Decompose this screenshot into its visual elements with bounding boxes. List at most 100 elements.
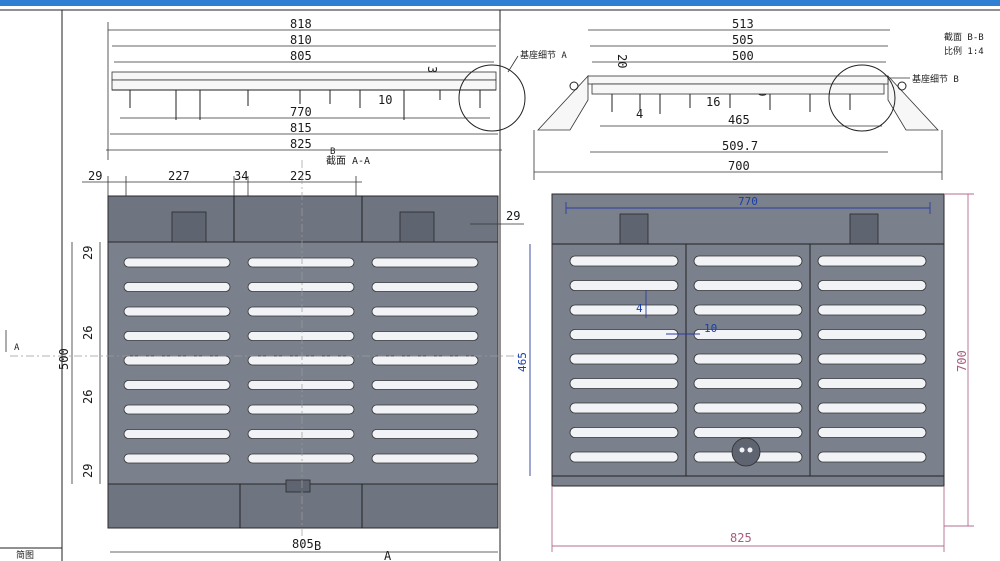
- right-slot: [569, 451, 679, 463]
- dim-810: 810: [290, 33, 312, 47]
- right-slot: [569, 378, 679, 389]
- corner-label: 简图: [16, 549, 34, 561]
- detail-label-b: 基座细节 B: [912, 73, 959, 85]
- left-slot: [247, 331, 355, 341]
- marker-b-bottom: B: [314, 539, 321, 553]
- dim-513: 513: [732, 17, 754, 31]
- dim-700: 700: [728, 159, 750, 173]
- left-slot: [123, 429, 231, 439]
- right-slot-grid: [569, 255, 927, 463]
- right-slot: [817, 329, 927, 340]
- dim-right-4: 4: [636, 302, 643, 315]
- dim-right-465: 465: [516, 352, 529, 372]
- dim-805: 805: [290, 49, 312, 63]
- right-slot: [693, 427, 803, 438]
- right-slot: [817, 353, 927, 365]
- left-slot: [247, 404, 355, 415]
- left-slot: [371, 355, 479, 366]
- dim-right-770: 770: [738, 195, 758, 208]
- left-slot: [247, 453, 355, 464]
- dim-right-700: 700: [955, 350, 969, 372]
- dim-top-227: 227: [168, 169, 190, 183]
- left-plan-view: 29 227 34 225 截面 A-A B A: [5, 147, 524, 561]
- left-slot: [123, 257, 231, 268]
- dim-770: 770: [290, 105, 312, 119]
- right-slot: [693, 402, 803, 414]
- right-slot: [569, 255, 679, 267]
- right-plan-view: 770 465 4 10 700 825: [516, 193, 974, 552]
- dim-right-10: 10: [704, 322, 717, 335]
- dim-top-29: 29: [88, 169, 102, 183]
- dim-815: 815: [290, 121, 312, 135]
- right-slot: [817, 255, 927, 267]
- right-slot: [693, 329, 803, 340]
- left-slot: [371, 282, 479, 292]
- left-slot-grid: [123, 257, 479, 464]
- right-slot: [569, 329, 679, 340]
- dim-465: 465: [728, 113, 750, 127]
- dim-left-29-bottom: 29: [81, 464, 95, 478]
- dim-left-500: 500: [57, 348, 71, 370]
- left-slot: [123, 453, 231, 464]
- left-slot: [371, 331, 479, 341]
- left-slot: [371, 429, 479, 439]
- left-slot: [371, 306, 479, 317]
- left-slot: [123, 380, 231, 390]
- marker-b-top: B: [330, 147, 335, 157]
- dim-10: 10: [378, 93, 392, 107]
- left-slot: [123, 282, 231, 292]
- section-note-bb: 截面 B-B: [944, 31, 984, 43]
- dim-top-225: 225: [290, 169, 312, 183]
- left-slot: [247, 429, 355, 439]
- dim-right-825: 825: [730, 531, 752, 545]
- right-slot: [569, 353, 679, 365]
- marker-a-left: A: [14, 343, 20, 353]
- dim-20: 20: [615, 54, 629, 68]
- dim-500: 500: [732, 49, 754, 63]
- right-slot: [817, 304, 927, 316]
- top-right-section-view: 513 505 500 20 30 16 4 465 509.7 700: [533, 17, 984, 180]
- right-slot: [569, 402, 679, 414]
- dim-16: 16: [706, 95, 720, 109]
- left-slot: [123, 306, 231, 317]
- right-slot: [817, 378, 927, 389]
- dim-left-26-b: 26: [81, 390, 95, 404]
- detail-circle-a: [458, 64, 526, 132]
- right-slot: [693, 280, 803, 291]
- dim-bottom-805: 805: [292, 537, 314, 551]
- window-title-bar: [0, 0, 1000, 6]
- dim-509-7: 509.7: [722, 139, 758, 153]
- marker-a-bottom: A: [384, 549, 392, 561]
- left-slot: [247, 355, 355, 366]
- left-slot: [371, 453, 479, 464]
- right-slot: [693, 255, 803, 267]
- left-slot: [247, 380, 355, 390]
- left-slot: [247, 282, 355, 292]
- dim-505: 505: [732, 33, 754, 47]
- right-slot: [693, 378, 803, 389]
- dim-4: 4: [636, 107, 643, 121]
- left-slot: [371, 404, 479, 415]
- right-slot: [569, 304, 679, 316]
- detail-label-a: 基座细节 A: [520, 49, 567, 61]
- right-slot: [817, 427, 927, 438]
- scale-note: 比例 1:4: [944, 45, 984, 57]
- left-slot: [371, 380, 479, 390]
- right-slot: [817, 280, 927, 291]
- right-slot: [693, 353, 803, 365]
- dim-825: 825: [290, 137, 312, 151]
- left-slot: [247, 306, 355, 317]
- dim-left-29-top: 29: [81, 246, 95, 260]
- left-slot: [371, 257, 479, 268]
- left-slot: [123, 404, 231, 415]
- left-slot: [247, 257, 355, 268]
- dim-top-34: 34: [234, 169, 248, 183]
- section-label-aa: 截面 A-A: [326, 154, 370, 167]
- detail-circle-b: [828, 64, 896, 132]
- dim-left-26-a: 26: [81, 326, 95, 340]
- dim-818: 818: [290, 17, 312, 31]
- right-slot: [817, 451, 927, 463]
- right-slot: [569, 280, 679, 291]
